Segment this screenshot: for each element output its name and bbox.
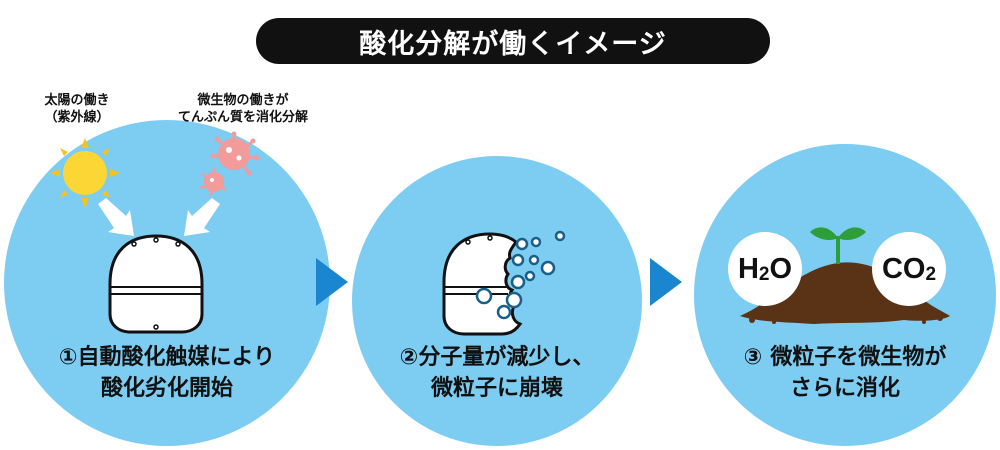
step-2-text: ②分子量が減少し、 微粒子に崩壊 xyxy=(382,342,612,404)
h2o-h: H xyxy=(737,252,759,285)
sunlight-arrow-icon xyxy=(98,198,134,236)
co2-sub: 2 xyxy=(925,264,937,285)
step-2-line-2: 微粒子に崩壊 xyxy=(430,376,563,401)
sun-icon xyxy=(50,138,120,208)
soil-mound-icon xyxy=(740,262,950,324)
step-3-line-1-text: 微粒子を微生物が xyxy=(770,345,947,370)
h2o-sub: 2 xyxy=(758,264,770,285)
step-1-line-1-text: 自動酸化触媒により xyxy=(77,345,276,370)
microbe-label-line-2: てんぷん質を消化分解 xyxy=(177,110,308,125)
sun-label-line-2: （紫外線） xyxy=(44,110,110,125)
step-1-text: ①自動酸化触媒により 酸化劣化開始 xyxy=(34,342,300,404)
step-3-line-1: ③ 微粒子を微生物が xyxy=(730,342,960,373)
sun-label: 太陽の働き （紫外線） xyxy=(22,92,132,126)
step-arrow-2 xyxy=(650,258,682,306)
sprout-icon xyxy=(810,227,866,264)
step-1-line-1: ①自動酸化触媒により xyxy=(34,342,300,373)
microbe-label: 微生物の働きが てんぷん質を消化分解 xyxy=(158,92,328,126)
capsule-crumbling-icon xyxy=(442,230,566,336)
microbe-arrow-icon xyxy=(184,198,220,236)
step-arrow-1 xyxy=(316,258,348,306)
step-3-line-2: さらに消化 xyxy=(789,376,900,401)
step-2-number: ② xyxy=(399,345,419,370)
capsule-intact-icon xyxy=(108,234,204,334)
co2-co: CO xyxy=(881,252,926,285)
step-2-line-1: ②分子量が減少し、 xyxy=(382,342,612,373)
step-2-line-1-text: 分子量が減少し、 xyxy=(418,345,595,370)
sun-label-line-1: 太陽の働き xyxy=(44,93,110,108)
h2o-o: O xyxy=(769,252,793,285)
step-3-text: ③ 微粒子を微生物が さらに消化 xyxy=(730,342,960,404)
microbe-label-line-1: 微生物の働きが xyxy=(197,93,289,108)
step-3-number: ③ xyxy=(743,345,763,370)
page-title: 酸化分解が働くイメージ xyxy=(256,18,770,64)
microbe-icon xyxy=(199,131,260,197)
step-1-number: ① xyxy=(58,345,78,370)
step-1-line-2: 酸化劣化開始 xyxy=(100,376,233,401)
